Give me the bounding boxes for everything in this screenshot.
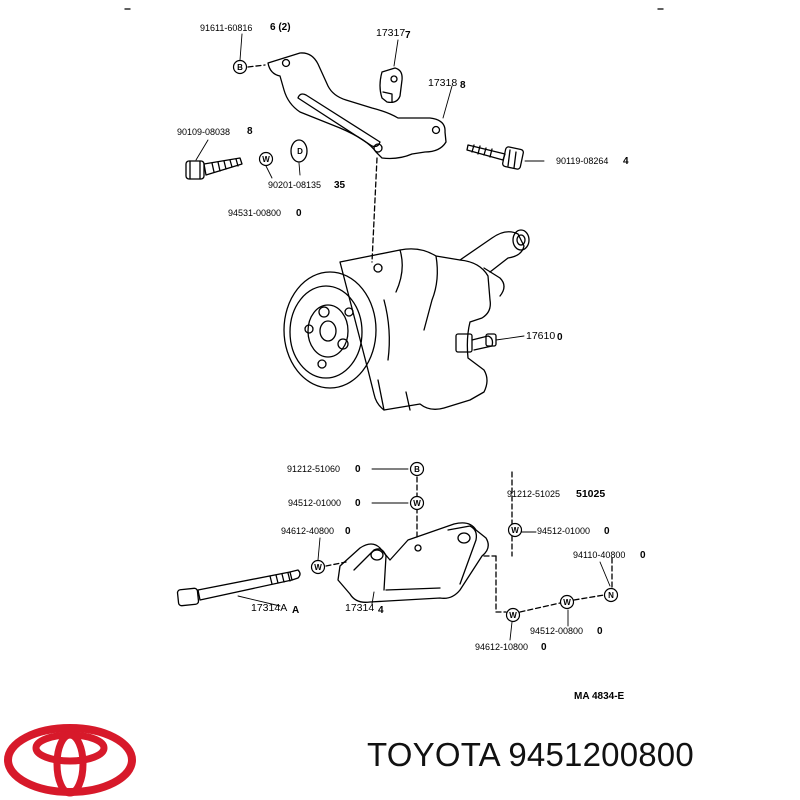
label-17314A[interactable]: 17314A (251, 602, 288, 614)
qty-94512-01000-right: 0 (604, 526, 610, 537)
leader-lines (195, 33, 611, 641)
label-17610[interactable]: 17610 (526, 330, 556, 342)
label-91212-51060[interactable]: 91212-51060 (287, 464, 341, 474)
marker-w-lower-5: W (505, 607, 521, 623)
qty-94612-40800: 0 (345, 526, 351, 537)
bolt-90119-08264[interactable] (466, 144, 524, 170)
svg-text:W: W (509, 611, 517, 620)
bolt-90109-08038[interactable] (185, 157, 243, 180)
label-17317[interactable]: 17317 (376, 27, 406, 39)
exploded-parts-drawing: B W D B W W W (124, 8, 664, 641)
qty-90201-08135: 35 (334, 180, 346, 191)
qty-91212-51060: 0 (355, 464, 361, 475)
label-94531-00800[interactable]: 94531-00800 (228, 208, 282, 218)
toyota-logo-icon (4, 724, 136, 797)
qty-17314: 4 (378, 605, 384, 616)
qty-17318: 8 (460, 80, 466, 91)
svg-text:W: W (314, 563, 322, 572)
label-90119-08264[interactable]: 90119-08264 (556, 156, 609, 166)
corner-marks (124, 8, 664, 10)
bracket-17314[interactable] (337, 522, 489, 603)
svg-text:W: W (563, 598, 571, 607)
qty-94512-00800: 0 (597, 626, 603, 637)
qty-94612-10800: 0 (541, 642, 547, 653)
marker-w-lower-4: W (559, 594, 575, 610)
qty-17314A: A (292, 605, 300, 616)
qty-90109-08038: 8 (247, 126, 253, 137)
marker-w-upper: W (258, 151, 274, 167)
label-94512-01000-left[interactable]: 94512-01000 (288, 498, 342, 508)
label-94612-40800[interactable]: 94612-40800 (281, 526, 335, 536)
clip-17317[interactable] (379, 67, 403, 104)
vane-pump-17610[interactable] (283, 229, 530, 411)
marker-w-lower-3: W (310, 559, 326, 575)
qty-17317: 7 (405, 30, 411, 41)
bolt-17314A[interactable] (176, 569, 301, 607)
label-94612-10800[interactable]: 94612-10800 (475, 642, 529, 652)
svg-text:W: W (511, 526, 519, 535)
svg-text:B: B (414, 465, 420, 474)
diagram-code: MA 4834-E (574, 691, 625, 702)
label-51025: 51025 (576, 488, 606, 500)
marker-b-lower: B (409, 461, 425, 477)
label-17314[interactable]: 17314 (345, 602, 375, 614)
marker-d-upper: D (297, 147, 303, 156)
qty-94110-40800: 0 (640, 550, 646, 561)
label-94512-00800[interactable]: 94512-00800 (530, 626, 584, 636)
qty-94512-01000-left: 0 (355, 498, 361, 509)
label-94110-40800[interactable]: 94110-40800 (573, 550, 626, 560)
qty-91611-60816: 6 (2) (270, 22, 291, 33)
washer-90201-08135[interactable] (290, 139, 308, 163)
assembly-guide-lines (247, 64, 613, 613)
label-17318[interactable]: 17318 (428, 77, 458, 89)
label-90109-08038[interactable]: 90109-08038 (177, 127, 231, 137)
marker-n-lower: N (603, 587, 619, 603)
svg-text:B: B (237, 63, 243, 72)
svg-text:D: D (297, 147, 303, 156)
qty-90119-08264: 4 (623, 156, 629, 167)
qty-17610: 0 (557, 332, 563, 343)
label-94512-01000-right[interactable]: 94512-01000 (537, 526, 591, 536)
bracket-17318[interactable] (267, 52, 447, 160)
svg-text:W: W (413, 499, 421, 508)
svg-text:N: N (608, 591, 614, 600)
svg-text:W: W (262, 155, 270, 164)
marker-w-lower-2: W (507, 522, 523, 538)
label-91212-51025[interactable]: 91212-51025 (507, 489, 561, 499)
label-90201-08135[interactable]: 90201-08135 (268, 180, 322, 190)
footer-brand-part-number: TOYOTA 9451200800 (367, 736, 694, 773)
qty-94531-00800: 0 (296, 208, 302, 219)
marker-w-lower-1: W (409, 495, 425, 511)
marker-b-upper: B (232, 59, 248, 75)
label-91611-60816[interactable]: 91611-60816 (200, 23, 253, 33)
